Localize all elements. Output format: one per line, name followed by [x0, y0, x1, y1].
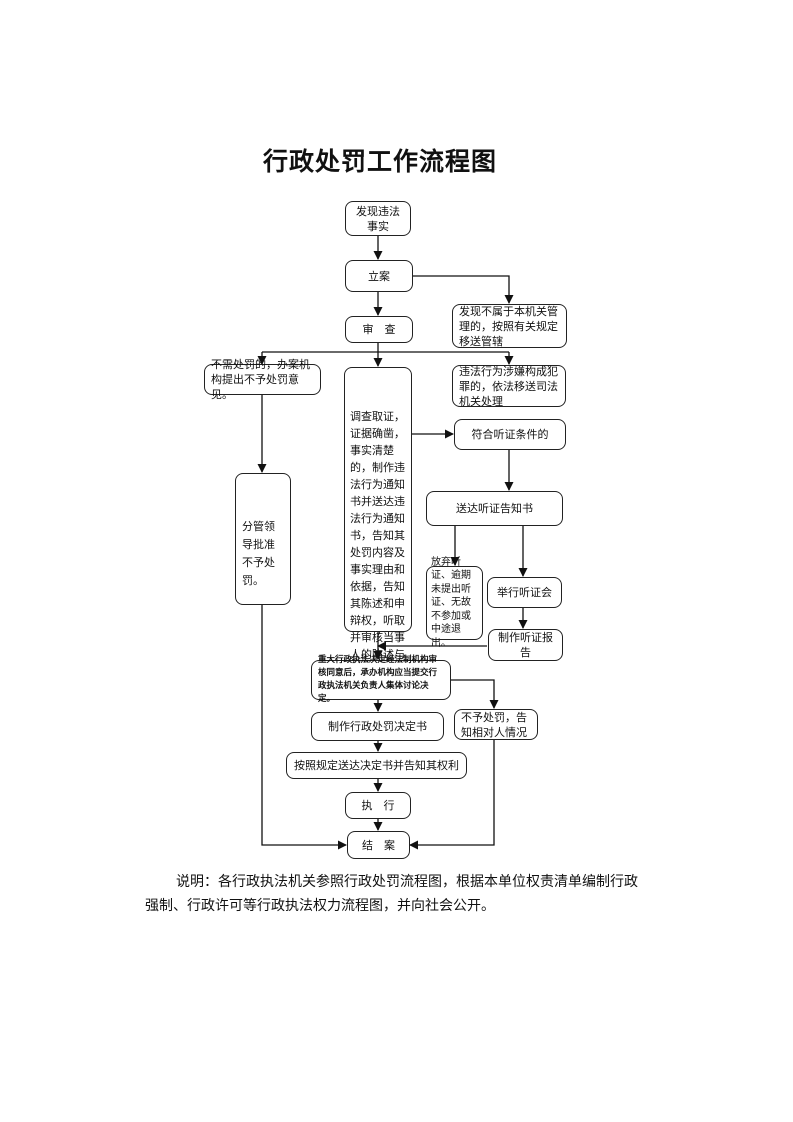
node-hold-hearing: 举行听证会 — [487, 577, 562, 608]
node-execute: 执 行 — [345, 792, 411, 819]
node-hearing-report: 制作听证报告 — [488, 629, 563, 661]
edge-leader-to-close — [261, 605, 347, 850]
node-leader-approve: 分管领导批准不予处罚。 — [235, 473, 291, 605]
node-close-case: 结 案 — [347, 831, 410, 859]
node-make-decision: 制作行政处罚决定书 — [311, 712, 444, 741]
diagram-title: 行政处罚工作流程图 — [262, 147, 497, 176]
node-no-penalty-opinion: 不需处罚的，办案机构提出不予处罚意见。 — [204, 358, 321, 401]
node-hearing-notice: 送达听证告知书 — [426, 491, 563, 526]
node-deliver-decision: 按照规定送达决定书并告知其权利 — [286, 752, 467, 779]
node-file-case: 立案 — [345, 260, 413, 292]
node-waive-hearing: 放弃听证、逾期未提出听证、无故不参加或中途退出。 — [426, 557, 483, 649]
node-review: 审 查 — [345, 316, 413, 343]
edge-notify-to-close — [409, 740, 495, 850]
edge-major-to-notify — [451, 679, 499, 709]
node-not-jurisdiction: 发现不属于本机关管理的，按照有关规定移送管辖 — [452, 304, 567, 348]
node-hearing-eligible: 符合听证条件的 — [454, 419, 566, 450]
node-no-penalty-notify: 不予处罚，告知相对人情况 — [454, 709, 538, 740]
node-major-decision: 重大行政执法决定经法制机构审核同意后，承办机构应当提交行政执法机关负责人集体讨论… — [311, 655, 451, 704]
edge-file-to-transfer — [413, 275, 514, 304]
node-investigate: 调查取证，证据确凿，事实清楚的，制作违法行为通知书并送达违法行为通知书，告知其处… — [344, 367, 412, 678]
node-discover: 发现违法事实 — [345, 201, 411, 236]
node-criminal-transfer: 违法行为涉嫌构成犯罪的，依法移送司法机关处理 — [452, 365, 566, 408]
footnote: 说明：各行政执法机关参照行政处罚流程图，根据本单位权责清单编制行政强制、行政许可… — [145, 874, 638, 914]
